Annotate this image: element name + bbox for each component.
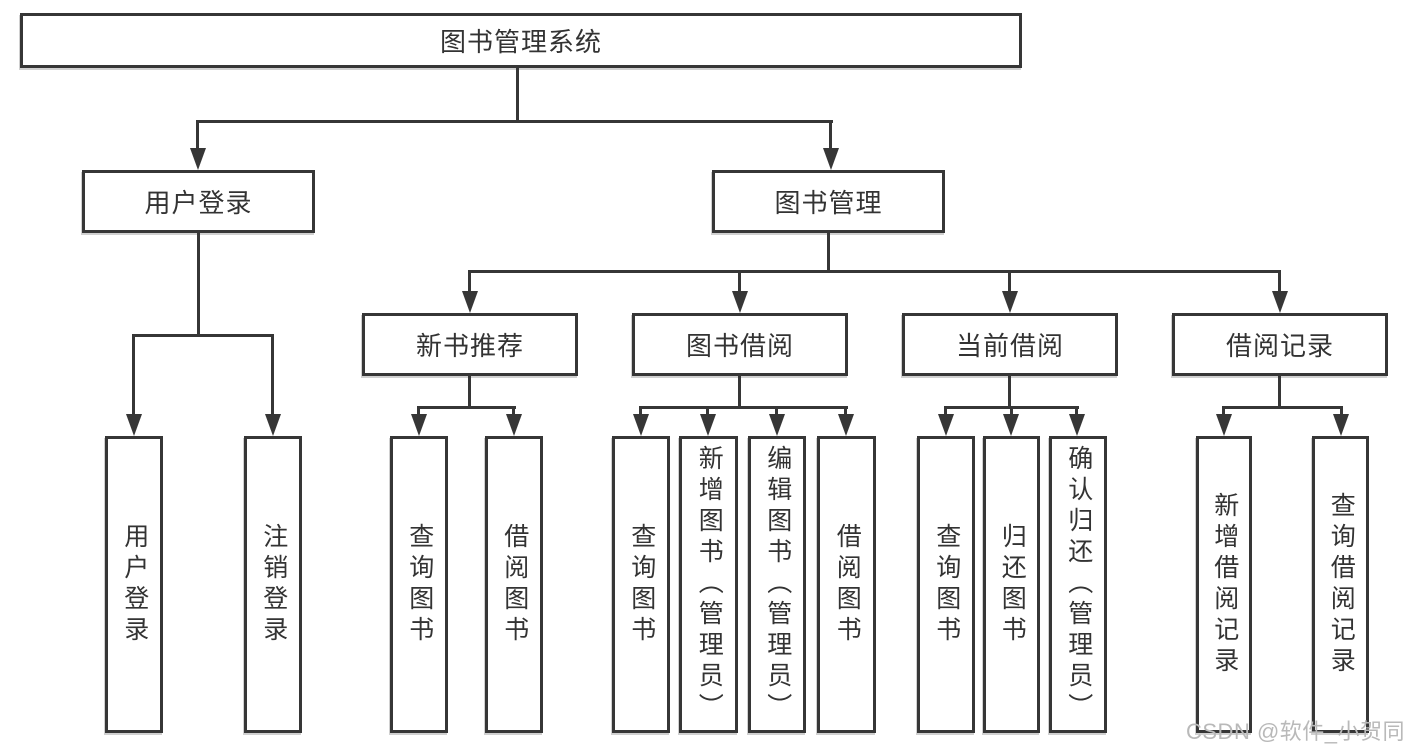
- node-book-management-label: 图书管理: [774, 188, 883, 218]
- node-leaf-logout-label: 注销登录: [259, 522, 288, 647]
- node-new-book-recommend: 新书推荐: [362, 313, 578, 376]
- arrow-down-icon: [838, 414, 854, 436]
- node-leaf-user-login: 用户登录: [105, 436, 163, 733]
- watermark: CSDN @软件_小贺同学: [1186, 719, 1405, 744]
- connector-recommend-stem: [468, 376, 471, 408]
- node-leaf-borrow-book-borrow-label: 借阅图书: [833, 522, 862, 647]
- connector-line: [1075, 406, 1078, 416]
- connector-borrow-record-branch: [1222, 406, 1343, 409]
- connector-line: [1340, 406, 1343, 416]
- connector-user-login-branch: [132, 334, 274, 337]
- node-book-borrow: 图书借阅: [632, 313, 848, 376]
- node-borrow-record: 借阅记录: [1172, 313, 1388, 376]
- connector-level1: [196, 120, 833, 123]
- arrow-down-icon: [126, 414, 142, 436]
- node-leaf-query-book-recommend-label: 查询图书: [405, 522, 434, 647]
- arrow-down-icon: [938, 414, 954, 436]
- node-user-login-label: 用户登录: [144, 188, 253, 218]
- connector-book-borrow-branch: [639, 406, 848, 409]
- connector-line: [738, 270, 741, 293]
- connector-line: [132, 334, 135, 416]
- node-leaf-confirm-return-admin-label: 确认归还（管理员）: [1064, 445, 1093, 724]
- arrow-down-icon: [700, 414, 716, 436]
- node-leaf-confirm-return-admin: 确认归还（管理员）: [1049, 436, 1107, 733]
- arrow-down-icon: [1002, 291, 1018, 313]
- arrow-down-icon: [1069, 414, 1085, 436]
- arrow-down-icon: [823, 148, 839, 170]
- connector-line: [844, 406, 847, 416]
- connector-to-user-login: [196, 120, 199, 150]
- node-leaf-borrow-book-recommend: 借阅图书: [485, 436, 543, 733]
- connector-line: [512, 406, 515, 416]
- arrow-down-icon: [265, 414, 281, 436]
- node-leaf-add-borrow-record-label: 新增借阅记录: [1210, 491, 1239, 678]
- node-leaf-query-book-recommend: 查询图书: [390, 436, 448, 733]
- connector-level2: [468, 270, 1281, 273]
- arrow-down-icon: [190, 148, 206, 170]
- node-leaf-query-book-borrow-label: 查询图书: [627, 522, 656, 647]
- node-leaf-user-login-label: 用户登录: [120, 522, 149, 647]
- connector-line: [1278, 270, 1281, 293]
- arrow-down-icon: [411, 414, 427, 436]
- arrow-down-icon: [633, 414, 649, 436]
- node-current-borrow-label: 当前借阅: [955, 331, 1064, 361]
- node-leaf-query-book-borrow: 查询图书: [612, 436, 670, 733]
- node-leaf-query-book-current: 查询图书: [917, 436, 975, 733]
- node-leaf-query-borrow-record-label: 查询借阅记录: [1327, 491, 1356, 678]
- arrow-down-icon: [769, 414, 785, 436]
- connector-line: [775, 406, 778, 416]
- node-leaf-query-borrow-record: 查询借阅记录: [1312, 436, 1369, 733]
- connector-line: [468, 270, 471, 293]
- node-leaf-return-book: 归还图书: [983, 436, 1040, 733]
- node-leaf-return-book-label: 归还图书: [998, 522, 1027, 647]
- node-leaf-add-borrow-record: 新增借阅记录: [1196, 436, 1252, 733]
- connector-borrow-record-stem: [1278, 376, 1281, 408]
- connector-to-book-management: [829, 120, 832, 150]
- connector-line: [1008, 270, 1011, 293]
- node-leaf-logout: 注销登录: [244, 436, 302, 733]
- connector-current-borrow-stem: [1008, 376, 1011, 408]
- connector-book-borrow-stem: [738, 376, 741, 408]
- node-current-borrow: 当前借阅: [902, 313, 1118, 376]
- node-leaf-query-book-current-label: 查询图书: [932, 522, 961, 647]
- arrow-down-icon: [732, 291, 748, 313]
- node-book-borrow-label: 图书借阅: [685, 331, 794, 361]
- connector-root-stem: [516, 68, 519, 122]
- connector-recommend-branch: [417, 406, 516, 409]
- node-leaf-borrow-book-recommend-label: 借阅图书: [500, 522, 529, 647]
- connector-line: [706, 406, 709, 416]
- node-root: 图书管理系统: [20, 13, 1022, 68]
- arrow-down-icon: [462, 291, 478, 313]
- node-new-book-recommend-label: 新书推荐: [415, 331, 524, 361]
- connector-line: [1010, 406, 1013, 416]
- arrow-down-icon: [506, 414, 522, 436]
- connector-line: [1222, 406, 1225, 416]
- node-borrow-record-label: 借阅记录: [1225, 331, 1334, 361]
- connector-book-management-stem: [827, 233, 830, 272]
- node-root-label: 图书管理系统: [439, 27, 602, 57]
- arrow-down-icon: [1216, 414, 1232, 436]
- node-leaf-add-book-admin-label: 新增图书（管理员）: [695, 445, 724, 724]
- node-leaf-add-book-admin: 新增图书（管理员）: [679, 436, 738, 733]
- connector-line: [417, 406, 420, 416]
- connector-user-login-stem: [197, 233, 200, 336]
- node-leaf-borrow-book-borrow: 借阅图书: [817, 436, 876, 733]
- node-leaf-edit-book-admin: 编辑图书（管理员）: [748, 436, 806, 733]
- node-book-management: 图书管理: [712, 170, 945, 233]
- node-user-login: 用户登录: [82, 170, 315, 233]
- node-leaf-edit-book-admin-label: 编辑图书（管理员）: [763, 445, 792, 724]
- arrow-down-icon: [1333, 414, 1349, 436]
- connector-line: [639, 406, 642, 416]
- arrow-down-icon: [1272, 291, 1288, 313]
- connector-line: [271, 334, 274, 416]
- arrow-down-icon: [1003, 414, 1019, 436]
- connector-line: [944, 406, 947, 416]
